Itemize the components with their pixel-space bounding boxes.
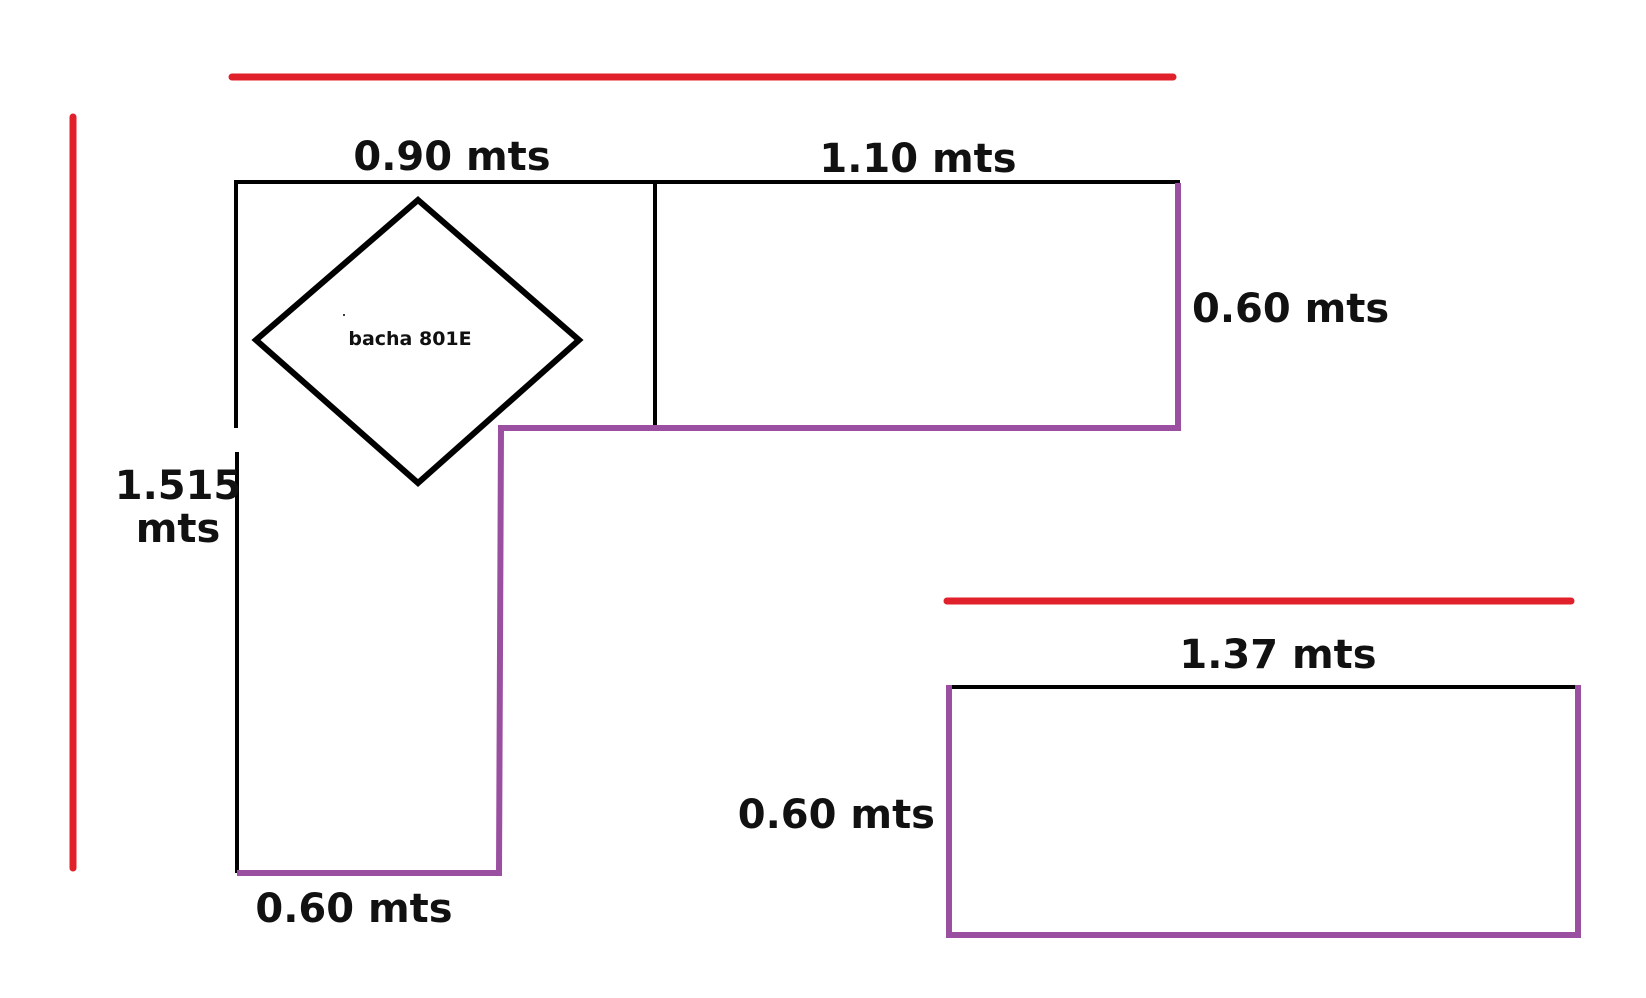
label-top-left-width: 0.90 mts bbox=[353, 134, 550, 180]
sink-diamond bbox=[251, 196, 584, 488]
label-separate-width: 1.37 mts bbox=[1179, 632, 1376, 678]
label-right-depth: 0.60 mts bbox=[1192, 286, 1389, 332]
separate-finished-edge bbox=[946, 685, 1581, 938]
label-left-length-line1: 1.515 bbox=[115, 463, 242, 509]
label-left-length-line2: mts bbox=[136, 506, 221, 552]
sink-dot bbox=[343, 314, 345, 316]
label-separate-depth: 0.60 mts bbox=[738, 792, 935, 838]
l-finished-edge bbox=[237, 183, 1181, 876]
label-bottom-depth: 0.60 mts bbox=[255, 886, 452, 932]
label-top-right-width: 1.10 mts bbox=[819, 136, 1016, 182]
label-sink: bacha 801E bbox=[348, 328, 471, 350]
